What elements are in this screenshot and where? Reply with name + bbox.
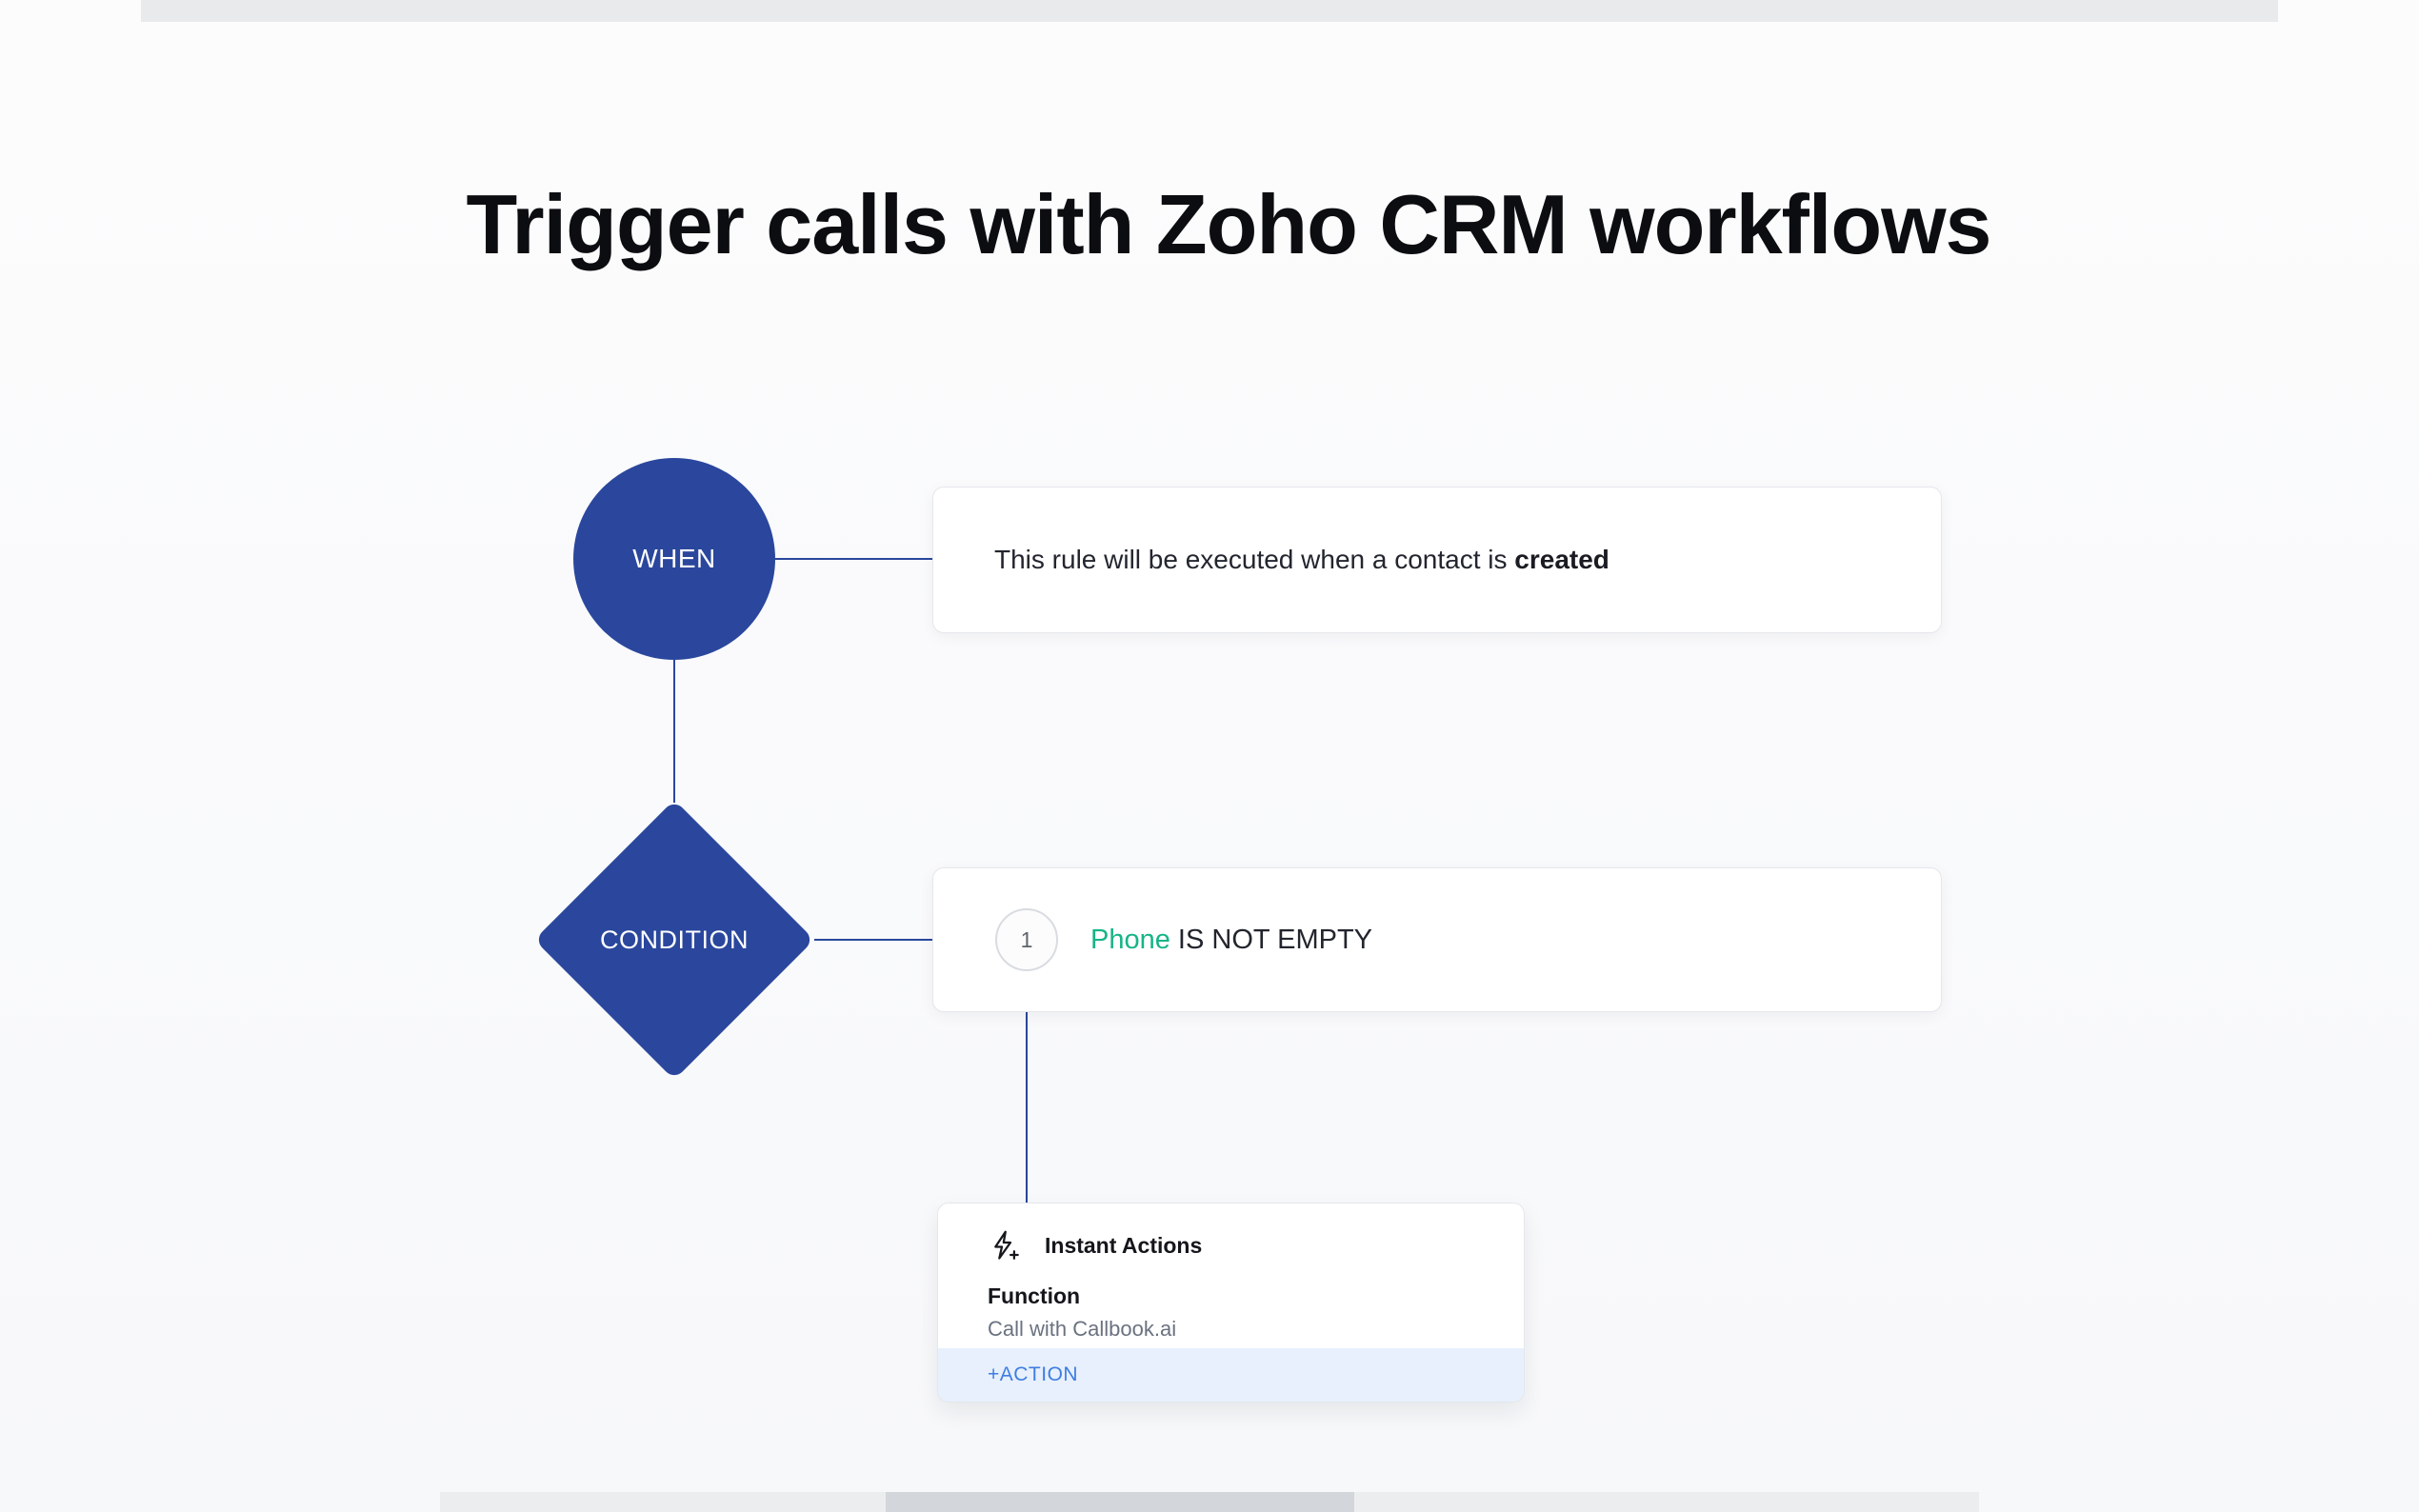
action-item-title: Function [988, 1283, 1081, 1308]
action-item[interactable]: Function Call with Callbook.ai [938, 1263, 1524, 1342]
instant-actions-header: Instant Actions [938, 1204, 1524, 1263]
condition-card[interactable]: 1 Phone IS NOT EMPTY [932, 867, 1942, 1012]
top-edge-strip [141, 0, 2278, 22]
action-item-subtitle: Call with Callbook.ai [988, 1317, 1177, 1341]
when-node[interactable]: WHEN [573, 458, 775, 660]
connector-when-to-condition [673, 660, 675, 803]
add-action-button[interactable]: +ACTION [938, 1348, 1524, 1402]
page-title: Trigger calls with Zoho CRM workflows [466, 177, 1992, 271]
when-rule-text: This rule will be executed when a contac… [994, 545, 1609, 574]
condition-field: Phone [1090, 924, 1170, 955]
when-rule-trigger-value: created [1514, 545, 1609, 574]
condition-text: Phone IS NOT EMPTY [1090, 925, 1372, 956]
instant-actions-title: Instant Actions [1045, 1232, 1203, 1258]
bottom-edge-strip-dark [886, 1492, 1354, 1512]
when-node-label: WHEN [632, 544, 716, 573]
instant-actions-card[interactable]: Instant Actions Function Call with Callb… [937, 1203, 1525, 1403]
condition-operator: IS NOT EMPTY [1177, 924, 1373, 955]
connector-condition-to-card [814, 939, 932, 941]
when-rule-card[interactable]: This rule will be executed when a contac… [932, 487, 1942, 633]
connector-condition-to-actions [1026, 1012, 1028, 1203]
condition-node[interactable] [533, 799, 815, 1081]
lightning-plus-icon [994, 1230, 1019, 1260]
condition-index-badge: 1 [995, 908, 1058, 971]
connector-when-to-card [775, 558, 932, 560]
